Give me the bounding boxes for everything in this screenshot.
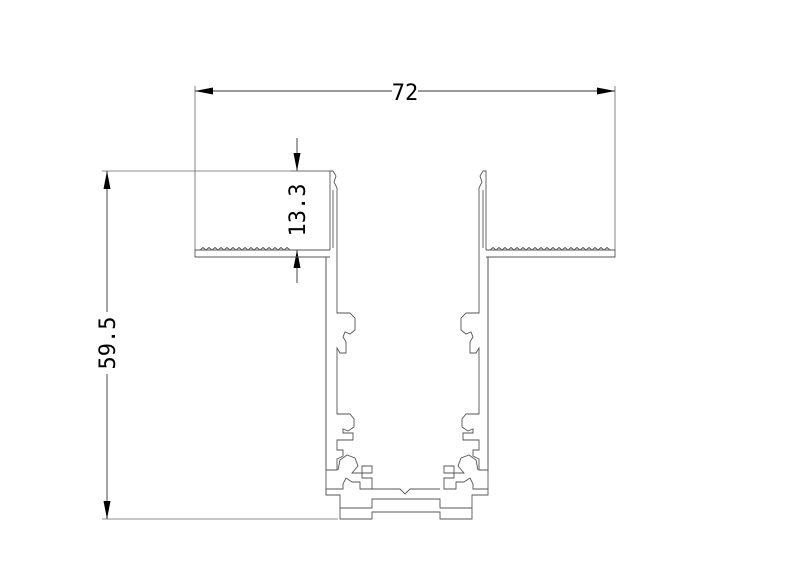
left-flange-serration bbox=[199, 246, 291, 251]
right-flange-serration bbox=[489, 246, 611, 251]
width-arrow-left bbox=[195, 87, 213, 95]
flange-arrow-bottom bbox=[293, 250, 301, 268]
center-notch bbox=[372, 488, 440, 495]
left-wall-outer bbox=[325, 170, 356, 471]
width-label: 72 bbox=[392, 81, 419, 106]
right-wall-outer bbox=[460, 170, 489, 471]
left-bottom-feature bbox=[325, 454, 489, 509]
height-arrow-bottom bbox=[103, 501, 111, 519]
flange-arrow-top bbox=[293, 153, 301, 171]
width-arrow-right bbox=[597, 87, 615, 95]
flange-label: 13.3 bbox=[286, 184, 311, 237]
height-arrow-top bbox=[103, 171, 111, 189]
width-dimension: 72 bbox=[194, 81, 616, 250]
right-bottom-feature bbox=[443, 257, 489, 490]
right-flange bbox=[486, 249, 616, 258]
profile-outline bbox=[194, 170, 616, 520]
height-dimension: 59.5 bbox=[96, 170, 338, 520]
height-label: 59.5 bbox=[96, 317, 121, 370]
bottom-base bbox=[339, 508, 473, 520]
left-flange bbox=[194, 249, 330, 258]
